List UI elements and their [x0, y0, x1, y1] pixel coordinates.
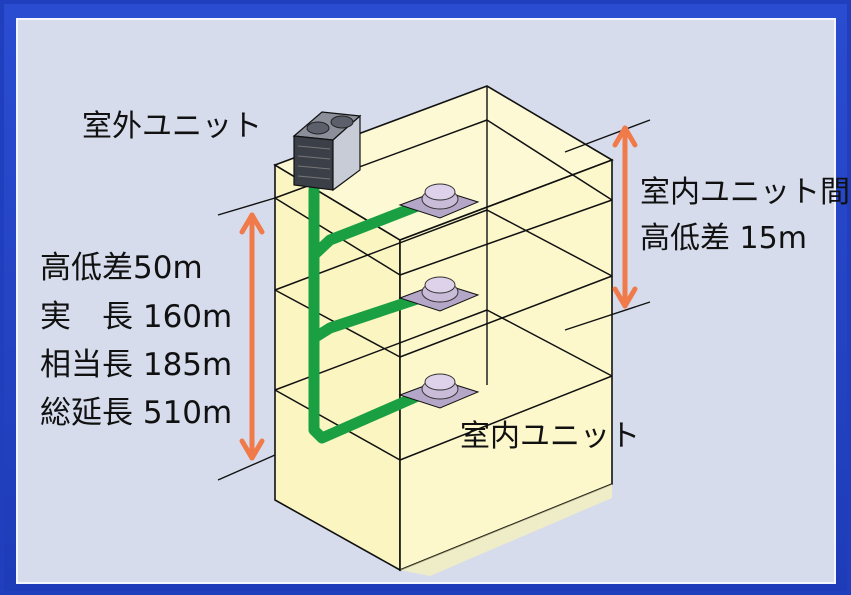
indoor-unit-icon-bottom	[398, 373, 480, 409]
indoor-unit-icon-top	[398, 183, 480, 219]
dimension-lines	[217, 119, 651, 481]
indoor-height-diff-label-1: 室内ユニット間	[640, 175, 850, 210]
outdoor-unit-label: 室外ユニット	[82, 109, 262, 144]
spec-total-length: 総延長 510m	[40, 395, 233, 431]
outdoor-unit-icon	[292, 111, 362, 192]
spec-equivalent-length: 相当長 185m	[40, 347, 233, 383]
indoor-height-diff-label-2: 高低差 15m	[640, 221, 807, 256]
building	[273, 85, 614, 572]
spec-actual-length: 実 長 160m	[40, 299, 233, 335]
indoor-unit-label: 室内ユニット	[460, 419, 640, 454]
indoor-unit-icon-middle	[398, 276, 480, 312]
height-arrow-left	[239, 212, 265, 461]
height-arrow-right	[612, 125, 638, 309]
refrigerant-pipe	[308, 184, 426, 444]
spec-height-diff: 高低差50m	[40, 250, 203, 286]
